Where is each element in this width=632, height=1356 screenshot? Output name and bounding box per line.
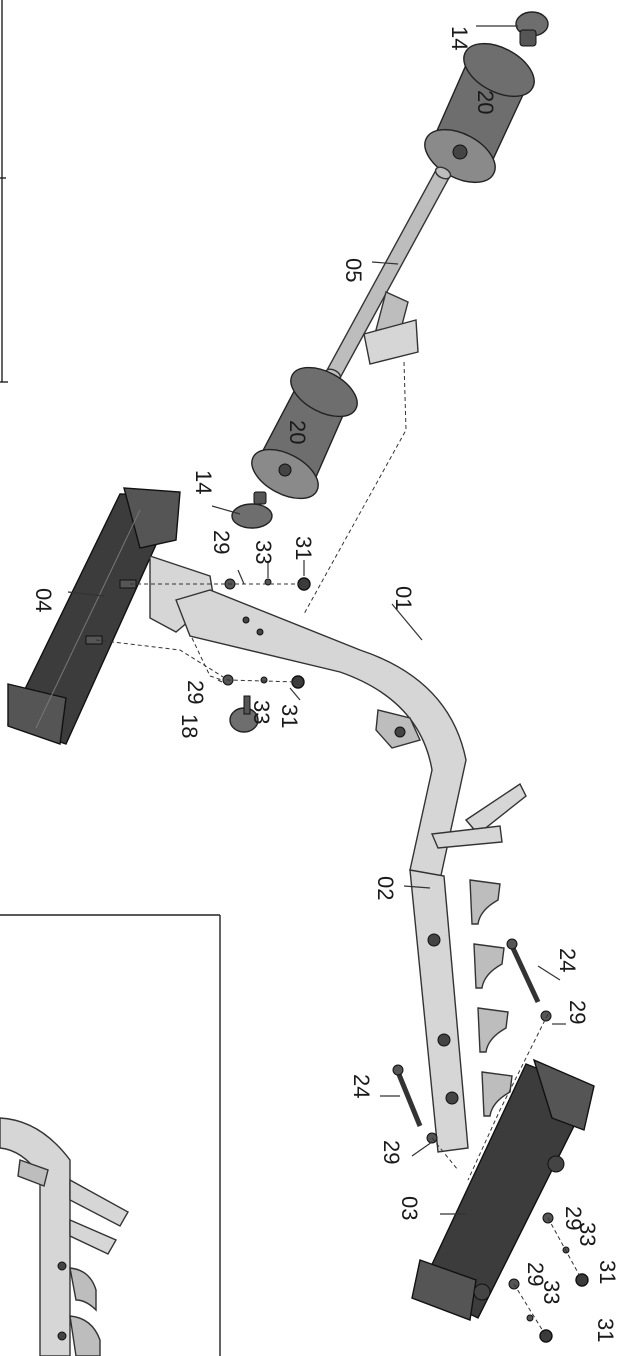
label-33-lower: 33 xyxy=(249,700,274,724)
assembly-guides xyxy=(95,361,583,1337)
label-03: 03 xyxy=(397,1196,422,1220)
label-14-middle: 14 xyxy=(191,470,216,494)
label-33-upper: 33 xyxy=(251,540,276,564)
foam-pad-04 xyxy=(7,487,181,745)
label-24-left: 24 xyxy=(349,1074,374,1098)
label-29-set2: 29 xyxy=(523,1262,548,1286)
label-33-set1: 33 xyxy=(575,1222,600,1246)
foam-pad-03 xyxy=(411,1058,595,1321)
label-24-right: 24 xyxy=(555,948,580,972)
label-02: 02 xyxy=(373,876,398,900)
weight-plate-20-top xyxy=(424,42,535,184)
inset-frame-top xyxy=(0,0,8,383)
weight-plate-20-middle xyxy=(251,366,358,500)
callout-labels: 14 20 05 20 14 29 33 31 04 01 29 33 31 1… xyxy=(31,26,620,1342)
pad-bolts xyxy=(85,579,137,645)
label-01: 01 xyxy=(391,586,416,610)
knob-18 xyxy=(229,695,259,733)
leg-frame-02 xyxy=(409,869,513,1153)
label-31-set1: 31 xyxy=(595,1260,620,1284)
label-04: 04 xyxy=(31,588,56,612)
main-frame-01 xyxy=(149,555,527,881)
pin-24-right xyxy=(506,938,552,1022)
label-31-lower: 31 xyxy=(277,704,302,728)
inset-frame-bottom xyxy=(0,914,221,1356)
label-14-top: 14 xyxy=(447,26,472,50)
label-20-middle: 20 xyxy=(285,420,310,444)
label-29-right: 29 xyxy=(565,1000,590,1024)
label-29-left: 29 xyxy=(379,1140,404,1164)
collar-14-middle xyxy=(231,491,273,529)
label-29-upper: 29 xyxy=(209,530,234,554)
label-33-set2: 33 xyxy=(539,1280,564,1304)
label-29-set1: 29 xyxy=(561,1206,586,1230)
label-05: 05 xyxy=(341,258,366,282)
label-29-lower: 29 xyxy=(183,680,208,704)
label-18: 18 xyxy=(177,714,202,738)
inset-frame-detail xyxy=(0,1117,129,1356)
collar-14-top xyxy=(515,11,549,47)
label-31-upper: 31 xyxy=(291,536,316,560)
label-31-set2: 31 xyxy=(593,1318,618,1342)
label-20-top: 20 xyxy=(473,90,498,114)
leader-lines xyxy=(67,25,566,1215)
